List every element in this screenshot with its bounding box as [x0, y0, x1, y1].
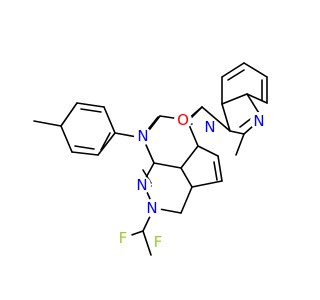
bond	[191, 180, 223, 188]
bond	[71, 151, 99, 156]
atom-labels: N N N N N O F F	[119, 111, 265, 251]
atom-label-nitrogen: N	[146, 199, 157, 217]
atom-label-oxygen: O	[177, 111, 189, 129]
bond	[180, 145, 199, 169]
bond	[60, 102, 78, 127]
atom-label-fluorine: F	[119, 229, 128, 247]
halo	[149, 233, 167, 251]
halo	[201, 118, 219, 136]
bond	[217, 155, 223, 182]
atom-label-nitrogen: N	[137, 127, 148, 145]
atom-label-fluorine: F	[154, 233, 163, 251]
bond	[235, 133, 245, 156]
halo	[250, 112, 268, 130]
halo	[143, 199, 161, 217]
bond	[153, 162, 182, 169]
bond	[100, 132, 111, 151]
bond	[142, 230, 152, 256]
halo	[133, 176, 151, 194]
halo	[134, 127, 152, 145]
bond	[197, 145, 219, 157]
tolyl-ring	[33, 102, 116, 156]
atom-label-nitrogen: N	[136, 176, 147, 194]
bond	[76, 102, 105, 108]
halo	[174, 111, 192, 129]
bond	[80, 108, 102, 113]
bond	[229, 130, 245, 135]
bond	[74, 145, 95, 150]
atom-label-nitrogen: N	[253, 112, 264, 130]
benzimidazole	[221, 62, 268, 156]
bond	[180, 167, 193, 188]
bond	[221, 93, 248, 105]
halo	[114, 229, 132, 247]
bond	[201, 106, 231, 132]
molecule-structure: N N N N N O F F	[33, 62, 268, 256]
atom-label-halos	[114, 111, 268, 251]
bond	[180, 186, 193, 214]
bond	[243, 62, 268, 78]
bond	[227, 69, 245, 81]
bond	[246, 93, 268, 104]
bond	[60, 125, 73, 153]
bond	[33, 120, 62, 127]
atom-label-nitrogen: N	[204, 118, 215, 136]
bond	[221, 103, 231, 132]
bond	[221, 62, 245, 78]
structure-canvas: N N N N N O F F	[33, 62, 268, 256]
bond	[213, 161, 218, 181]
bond	[103, 106, 116, 134]
bond	[97, 132, 116, 156]
